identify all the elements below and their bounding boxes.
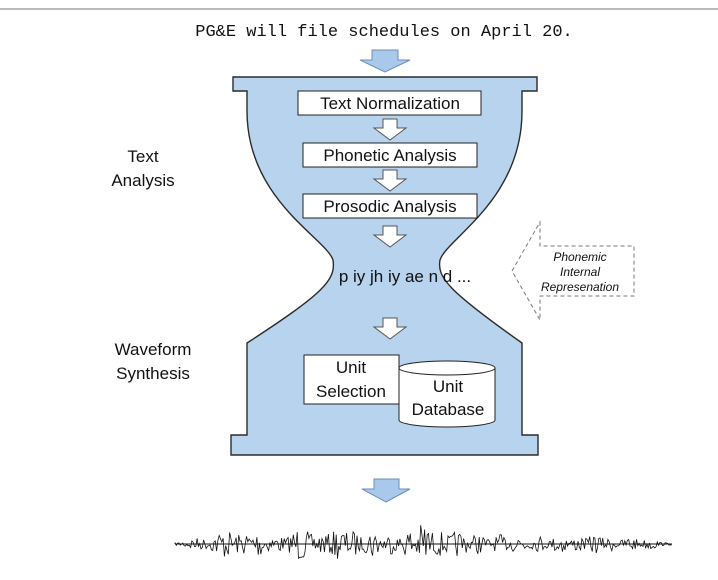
phonemic-representation-callout: Phonemic Internal Represenation	[511, 220, 635, 322]
unit-selection-box: Unit Selection	[303, 354, 400, 405]
prosodic-analysis-label: Prosodic Analysis	[323, 197, 456, 216]
phonetic-analysis-box: Phonetic Analysis	[302, 142, 478, 168]
unit-selection-label-line1: Unit	[336, 358, 367, 377]
text-normalization-label: Text Normalization	[320, 94, 460, 113]
waveform-trace	[174, 525, 672, 560]
speech-waveform	[174, 525, 672, 560]
callout-line3: Represenation	[541, 280, 619, 294]
callout-arrow-outline	[511, 220, 635, 322]
phoneme-string: p iy jh iy ae n d ...	[339, 267, 471, 286]
stage-label-waveform-synthesis-line1: Waveform	[115, 340, 192, 359]
input-arrow	[359, 49, 411, 73]
unit-database-label-line1: Unit	[433, 377, 464, 396]
stage-label-text-analysis-line1: Text	[127, 147, 158, 166]
unit-database-cylinder: Unit Database	[398, 360, 496, 428]
unit-database-label-line2: Database	[412, 400, 485, 419]
phonetic-analysis-label: Phonetic Analysis	[323, 146, 456, 165]
arrow-prosodic-to-phonemes	[372, 225, 408, 248]
input-sentence: PG&E will file schedules on April 20.	[195, 23, 572, 42]
arrow-phonetic-to-prosodic	[372, 169, 408, 192]
callout-line2: Internal	[560, 265, 600, 279]
stage-label-waveform-synthesis-line2: Synthesis	[116, 364, 190, 383]
arrow-normalization-to-phonetic	[372, 118, 408, 141]
arrow-phonemes-to-synthesis	[372, 317, 408, 340]
stage-label-text-analysis-line2: Analysis	[111, 171, 174, 190]
callout-line1: Phonemic	[553, 250, 606, 264]
prosodic-analysis-box: Prosodic Analysis	[302, 193, 478, 219]
output-arrow	[361, 478, 411, 503]
unit-selection-label-line2: Selection	[316, 382, 386, 401]
text-normalization-box: Text Normalization	[297, 90, 482, 116]
